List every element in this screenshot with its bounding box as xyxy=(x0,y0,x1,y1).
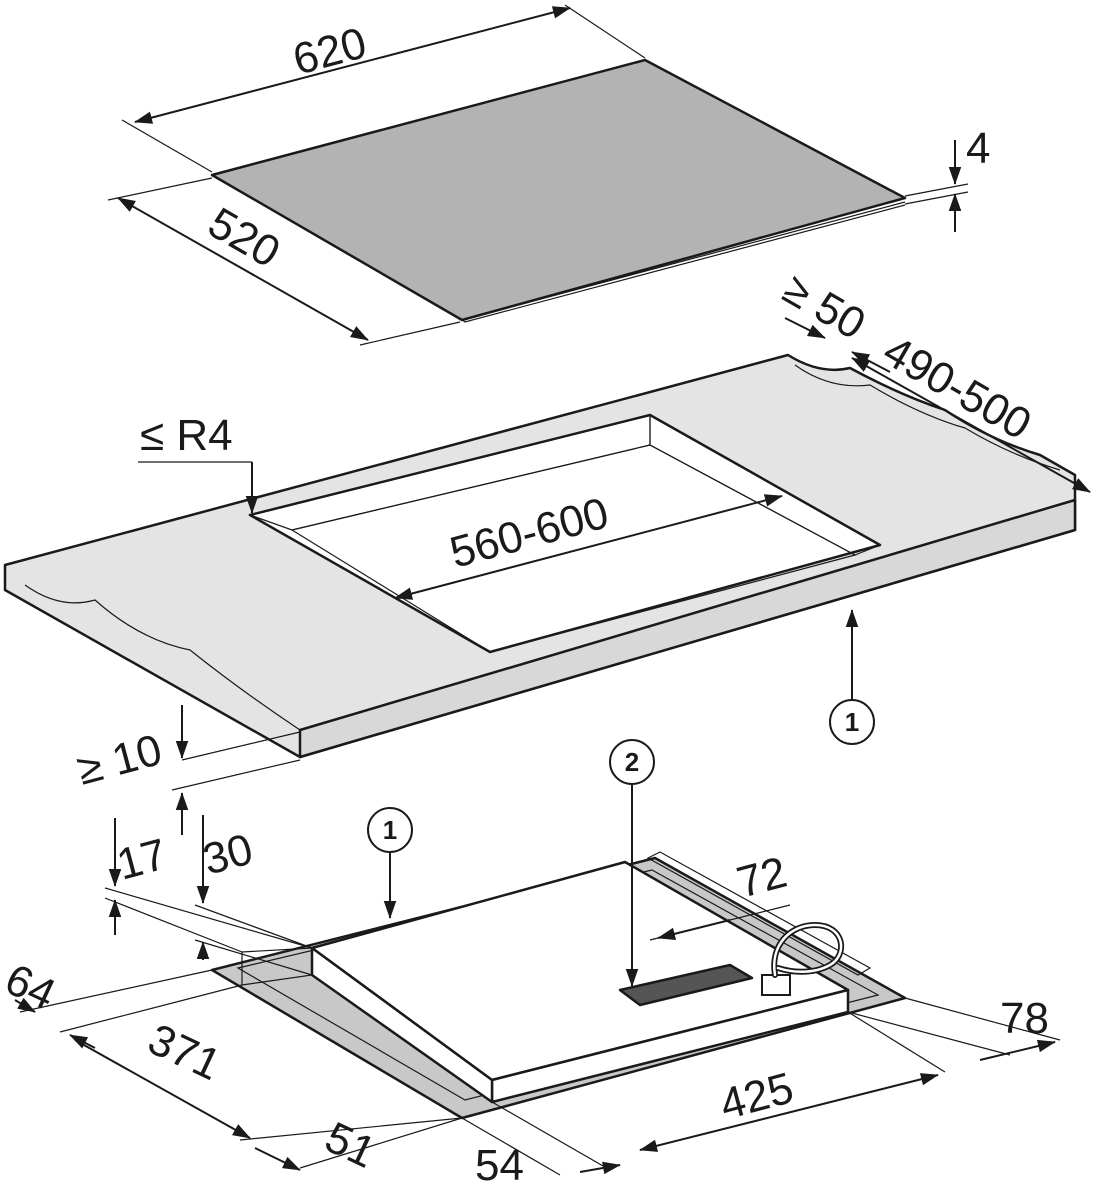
dim-label-connector-72: 72 xyxy=(732,848,792,908)
dim-label-cutout-width: 560-600 xyxy=(445,489,614,578)
dim-cutout-width: 560-600 xyxy=(394,489,783,600)
callout-circle xyxy=(829,699,875,745)
dim-label-frame-30: 30 xyxy=(198,825,258,885)
callout-label-housing: 1 xyxy=(383,815,397,845)
callout-housing: 1 xyxy=(367,807,413,919)
cutout-opening xyxy=(290,444,857,653)
dim-label-corner-radius: ≤ R4 xyxy=(140,411,233,460)
dim-label-bottom-425: 425 xyxy=(715,1063,799,1129)
dim-hob-thickness: 4 xyxy=(904,124,990,232)
dim-rear-clearance: ≥ 50 xyxy=(775,264,891,373)
dim-front-54: 54 xyxy=(461,1101,621,1190)
dim-label-hob-width: 620 xyxy=(288,18,372,84)
dim-label-frame-17: 17 xyxy=(112,830,172,890)
hob-housing xyxy=(210,851,907,1120)
callout-label-worktop: 1 xyxy=(845,707,859,737)
dim-label-worktop-min: ≥ 10 xyxy=(72,725,167,794)
terminal-block xyxy=(761,974,791,996)
callout-label-connector: 2 xyxy=(625,747,639,777)
dim-front-51: 51 xyxy=(254,1113,463,1178)
dim-label-left-64: 64 xyxy=(0,955,63,1020)
callout-circle xyxy=(609,739,655,785)
dim-label-front-54: 54 xyxy=(475,1141,524,1190)
dim-label-front-51: 51 xyxy=(318,1113,383,1178)
dim-label-hob-thickness: 4 xyxy=(966,124,990,173)
dim-corner-radius: ≤ R4 xyxy=(138,411,259,514)
dim-label-right-78: 78 xyxy=(1000,994,1049,1043)
callout-connector: 2 xyxy=(609,739,655,987)
connector-box xyxy=(618,963,754,1007)
dim-right-78: 78 xyxy=(847,994,1061,1061)
dim-label-left-371: 371 xyxy=(141,1015,228,1090)
callout-worktop: 1 xyxy=(829,609,875,745)
callout-circle xyxy=(367,807,413,853)
